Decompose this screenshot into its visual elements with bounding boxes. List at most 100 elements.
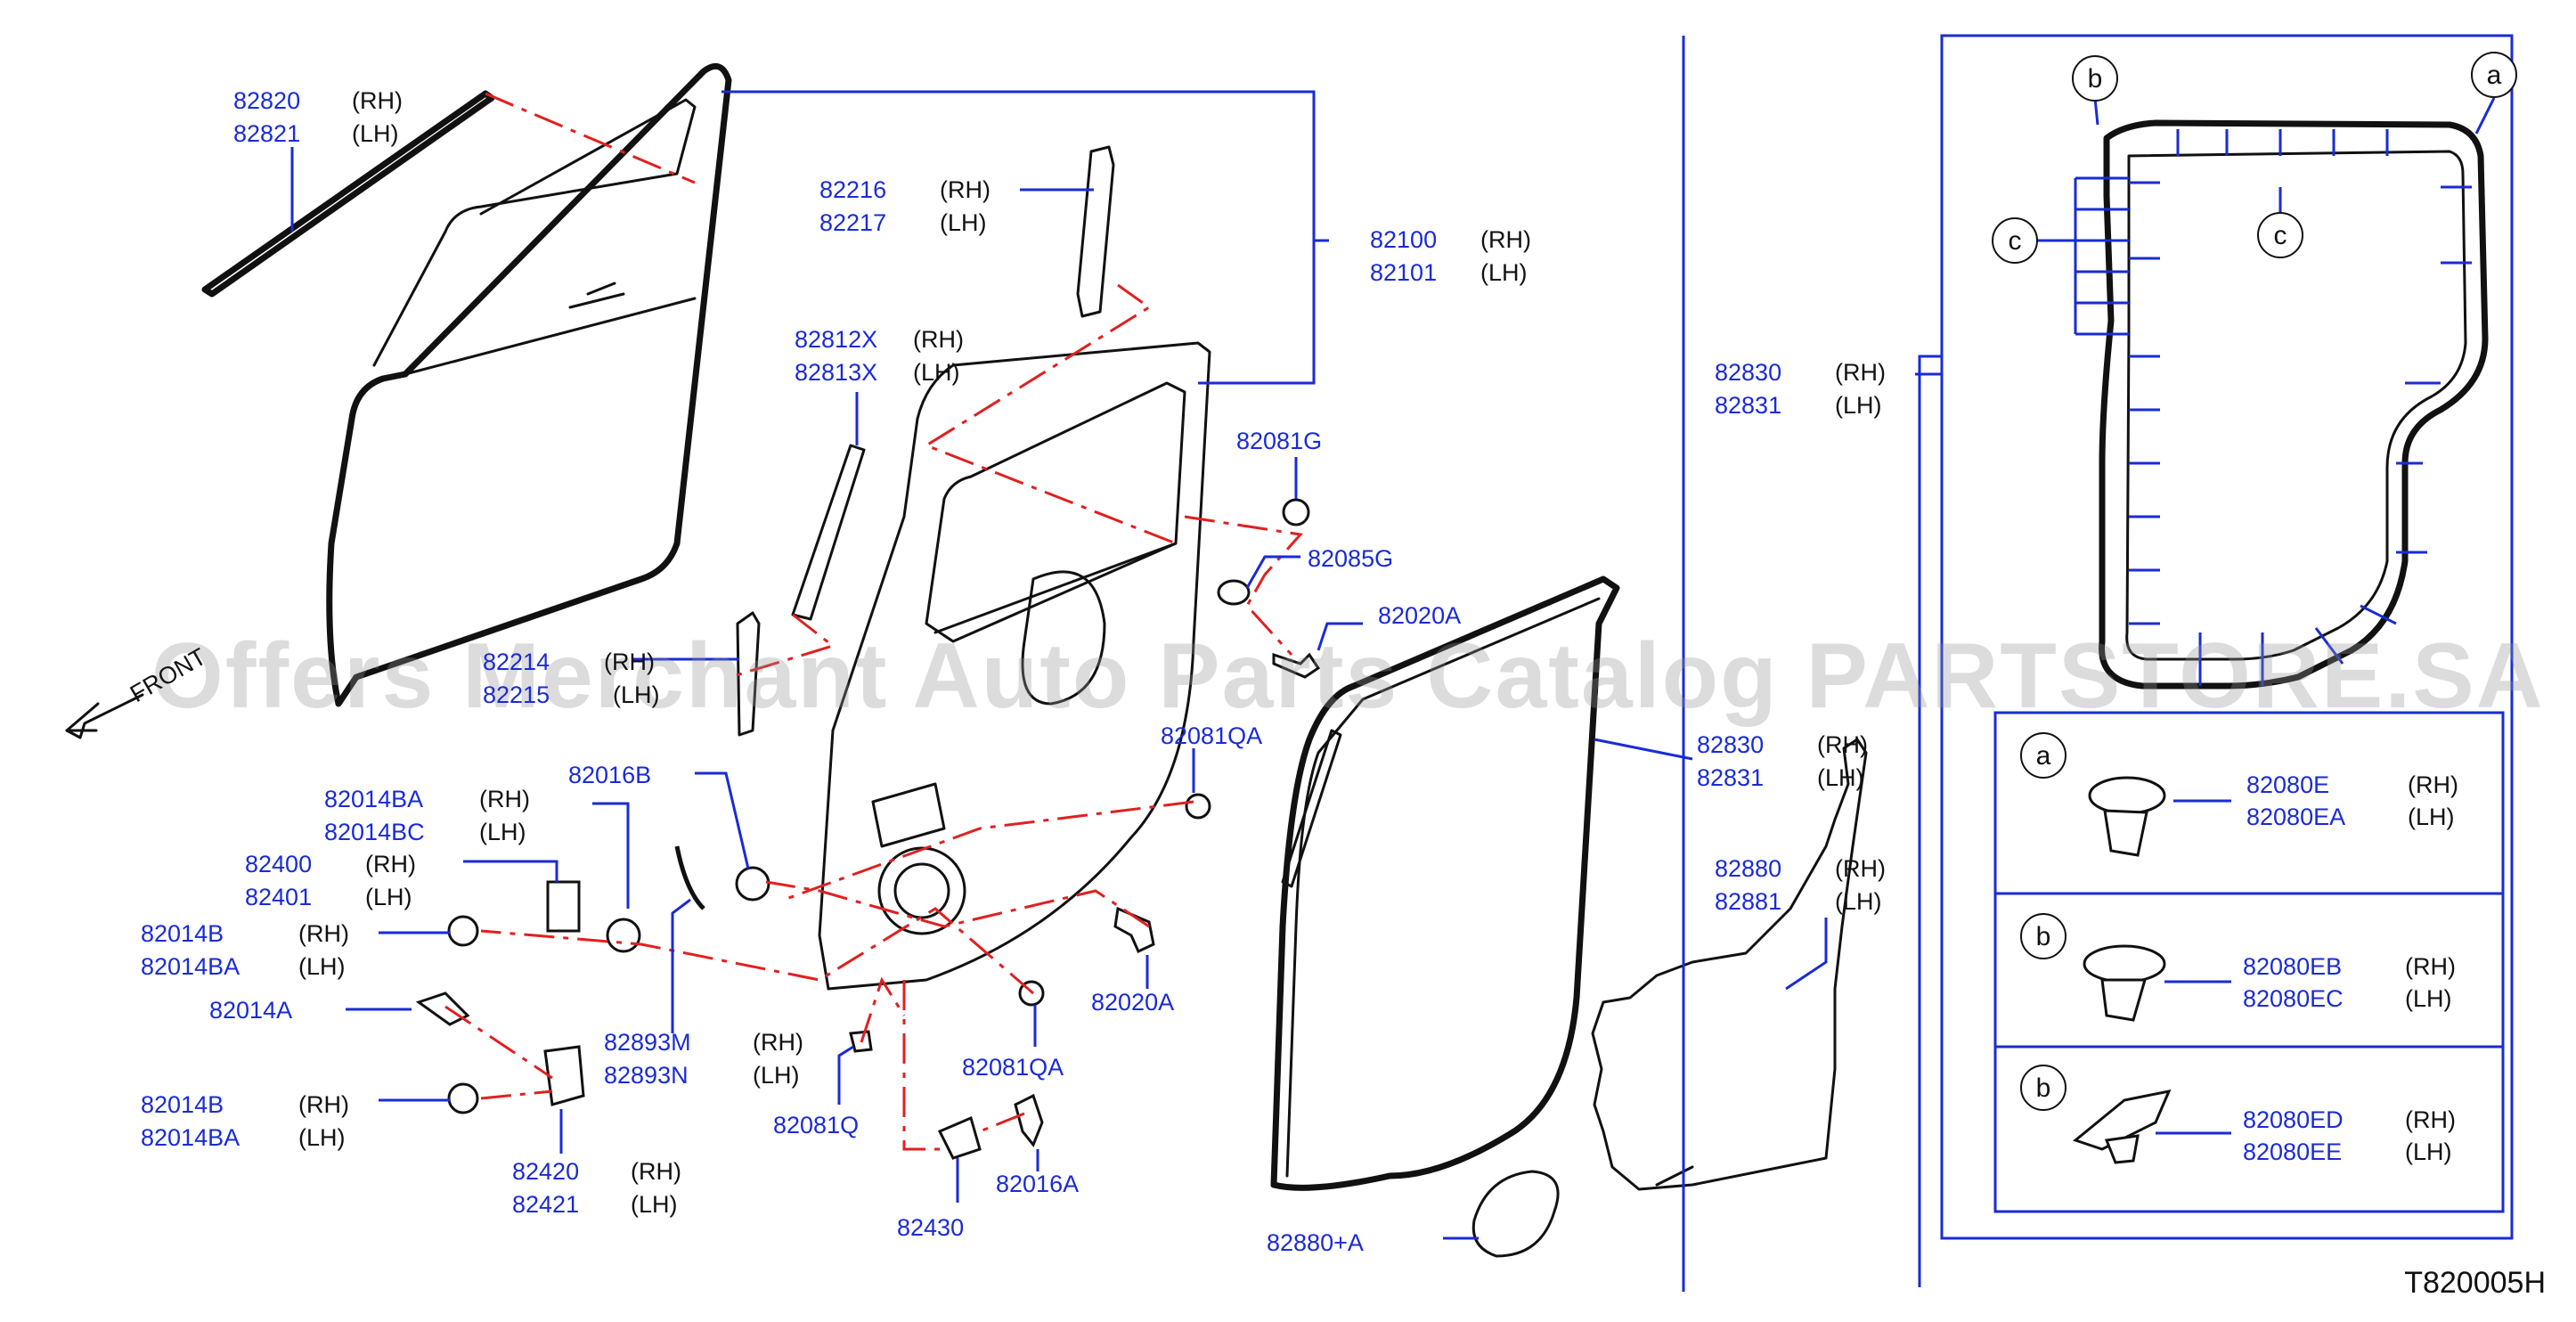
part-82081Q-number[interactable]: 82081Q: [773, 1112, 860, 1138]
check-strap-82893M: [674, 845, 705, 910]
part-82016B-number[interactable]: 82016B: [568, 762, 652, 788]
callout-b-panel-2: b: [2020, 1065, 2067, 1111]
callout-b-top: b: [2072, 55, 2118, 102]
part-82401-number[interactable]: 82401: [245, 884, 313, 910]
part-82420-number[interactable]: 82420: [512, 1158, 580, 1185]
front-door-outline: [326, 62, 732, 707]
bolt-82020A-top: [1272, 652, 1321, 679]
part-82080EB-side: (RH): [2405, 953, 2456, 980]
part-82080EE-side: (LH): [2405, 1138, 2452, 1165]
part-82830-middle-side: (RH): [1817, 731, 1868, 758]
part-82014B-2-number[interactable]: 82014B: [141, 1091, 224, 1118]
part-82830-right-side: (RH): [1835, 359, 1886, 386]
part-82893N-number[interactable]: 82893N: [604, 1062, 689, 1089]
callout-a-top: a: [2471, 52, 2517, 98]
part-82101-number[interactable]: 82101: [1370, 259, 1438, 286]
hinge-82400: [546, 880, 581, 933]
part-82080ED-side: (RH): [2405, 1106, 2456, 1133]
part-82880A-number[interactable]: 82880+A: [1267, 1229, 1364, 1256]
part-82893M-number[interactable]: 82893M: [604, 1029, 691, 1056]
part-82085G-number[interactable]: 82085G: [1308, 545, 1394, 572]
part-82080ED-number[interactable]: 82080ED: [2243, 1106, 2344, 1133]
callout-a-panel: a: [2020, 732, 2067, 779]
bolt-82016A: [1014, 1093, 1044, 1147]
channel-82216: [1076, 145, 1115, 318]
part-82014BA-1-number[interactable]: 82014BA: [141, 953, 240, 980]
part-82080E-number[interactable]: 82080E: [2246, 771, 2330, 798]
part-82016A-number[interactable]: 82016A: [996, 1171, 1080, 1197]
part-82831-middle-side: (LH): [1817, 764, 1864, 791]
channel-82214: [736, 611, 761, 737]
part-82014BA-top-number[interactable]: 82014BA: [324, 786, 424, 812]
part-82214-side: (RH): [604, 649, 655, 675]
part-82014B-2-side: (RH): [298, 1091, 349, 1118]
part-82893M-side: (RH): [753, 1029, 803, 1056]
part-82080EB-number[interactable]: 82080EB: [2243, 953, 2343, 980]
part-82400-number[interactable]: 82400: [245, 851, 313, 877]
part-82014A-number[interactable]: 82014A: [209, 997, 293, 1024]
clip-82080E: [2088, 776, 2166, 857]
nut-82014B-1: [447, 915, 479, 947]
part-82880-number[interactable]: 82880: [1715, 855, 1782, 882]
part-82400-side: (RH): [365, 851, 416, 877]
part-82101-side: (LH): [1480, 259, 1528, 286]
part-82881-number[interactable]: 82881: [1715, 888, 1782, 915]
part-82081QA-bottom-number[interactable]: 82081QA: [962, 1054, 1064, 1081]
screen-patch-82880A: [1471, 1170, 1560, 1258]
nut-82016B: [735, 866, 770, 902]
plug-82085G: [1217, 579, 1251, 606]
part-82813X-number[interactable]: 82813X: [795, 359, 878, 386]
weatherstrip-detail-box: [1682, 34, 2514, 1292]
plug-82081QA-top: [1185, 793, 1211, 820]
part-82014B-1-number[interactable]: 82014B: [141, 920, 224, 947]
sash-82812X: [791, 444, 866, 621]
part-82880-side: (RH): [1835, 855, 1886, 882]
part-82080EC-side: (LH): [2405, 985, 2452, 1012]
part-82831-middle-number[interactable]: 82831: [1697, 764, 1765, 791]
part-82821-side: (LH): [352, 120, 399, 147]
part-82020A-bottom-number[interactable]: 82020A: [1091, 989, 1175, 1016]
part-82430-number[interactable]: 82430: [897, 1214, 965, 1241]
bolt-82020A-bottom: [1113, 906, 1155, 954]
bolt-82014A: [415, 992, 470, 1026]
part-82215-number[interactable]: 82215: [483, 681, 550, 708]
part-82080EE-number[interactable]: 82080EE: [2243, 1138, 2343, 1165]
part-82216-number[interactable]: 82216: [819, 176, 887, 203]
part-82014BA-1-side: (LH): [298, 953, 346, 980]
part-82831-right-number[interactable]: 82831: [1715, 392, 1782, 419]
leader-lines: [290, 90, 2231, 1240]
part-82020A-top-number[interactable]: 82020A: [1378, 602, 1462, 629]
clip-panel-box: [1993, 711, 2505, 1213]
part-82080EC-number[interactable]: 82080EC: [2243, 985, 2344, 1012]
part-82100-number[interactable]: 82100: [1370, 226, 1438, 253]
part-82812X-number[interactable]: 82812X: [795, 326, 878, 353]
part-82014BA-2-number[interactable]: 82014BA: [141, 1124, 240, 1151]
part-82014BC-number[interactable]: 82014BC: [324, 819, 425, 845]
part-82081G-number[interactable]: 82081G: [1236, 428, 1323, 454]
part-82080EA-side: (LH): [2408, 804, 2455, 830]
watermark: Offers Merchant Auto Parts Catalog PARTS…: [151, 624, 2545, 728]
part-82217-number[interactable]: 82217: [819, 209, 887, 236]
part-82820-side: (RH): [352, 87, 403, 114]
part-82830-right-number[interactable]: 82830: [1715, 359, 1782, 386]
callout-c-right: c: [2257, 212, 2303, 258]
part-82421-number[interactable]: 82421: [512, 1191, 580, 1218]
part-82881-side: (LH): [1835, 888, 1882, 915]
part-82821-number[interactable]: 82821: [233, 120, 301, 147]
part-82217-side: (LH): [940, 209, 987, 236]
door-moulding-82820: [201, 90, 495, 298]
part-82081QA-top-number[interactable]: 82081QA: [1161, 722, 1263, 749]
part-82214-number[interactable]: 82214: [483, 649, 550, 675]
part-82893N-side: (LH): [753, 1062, 800, 1089]
nut-82014B-2: [447, 1082, 479, 1114]
part-82080EA-number[interactable]: 82080EA: [2246, 804, 2346, 830]
part-82830-middle-number[interactable]: 82830: [1697, 731, 1765, 758]
part-82014BC-side: (LH): [479, 819, 526, 845]
part-82820-number[interactable]: 82820: [233, 87, 301, 114]
grommet-82081G: [1282, 498, 1310, 526]
part-82014BA-2-side: (LH): [298, 1124, 346, 1151]
callout-b-panel-1: b: [2020, 913, 2067, 959]
hinge-82420: [543, 1045, 585, 1106]
part-82401-side: (LH): [365, 884, 412, 910]
